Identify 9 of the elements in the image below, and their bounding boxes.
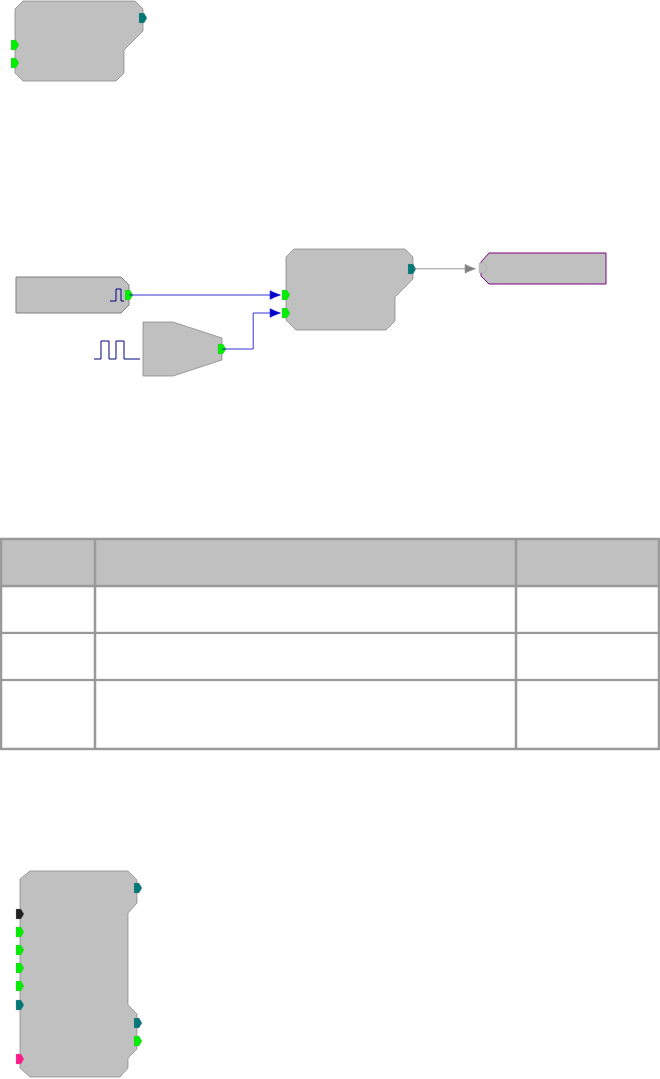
arrow [412, 264, 476, 274]
block-shape [15, 870, 143, 1078]
arrow [221, 308, 281, 350]
block-shape [10, 0, 148, 82]
block-shape [281, 248, 417, 331]
arrow [128, 290, 281, 300]
block-shape [142, 321, 227, 377]
block-shape [478, 252, 607, 285]
block-shape [15, 276, 134, 314]
